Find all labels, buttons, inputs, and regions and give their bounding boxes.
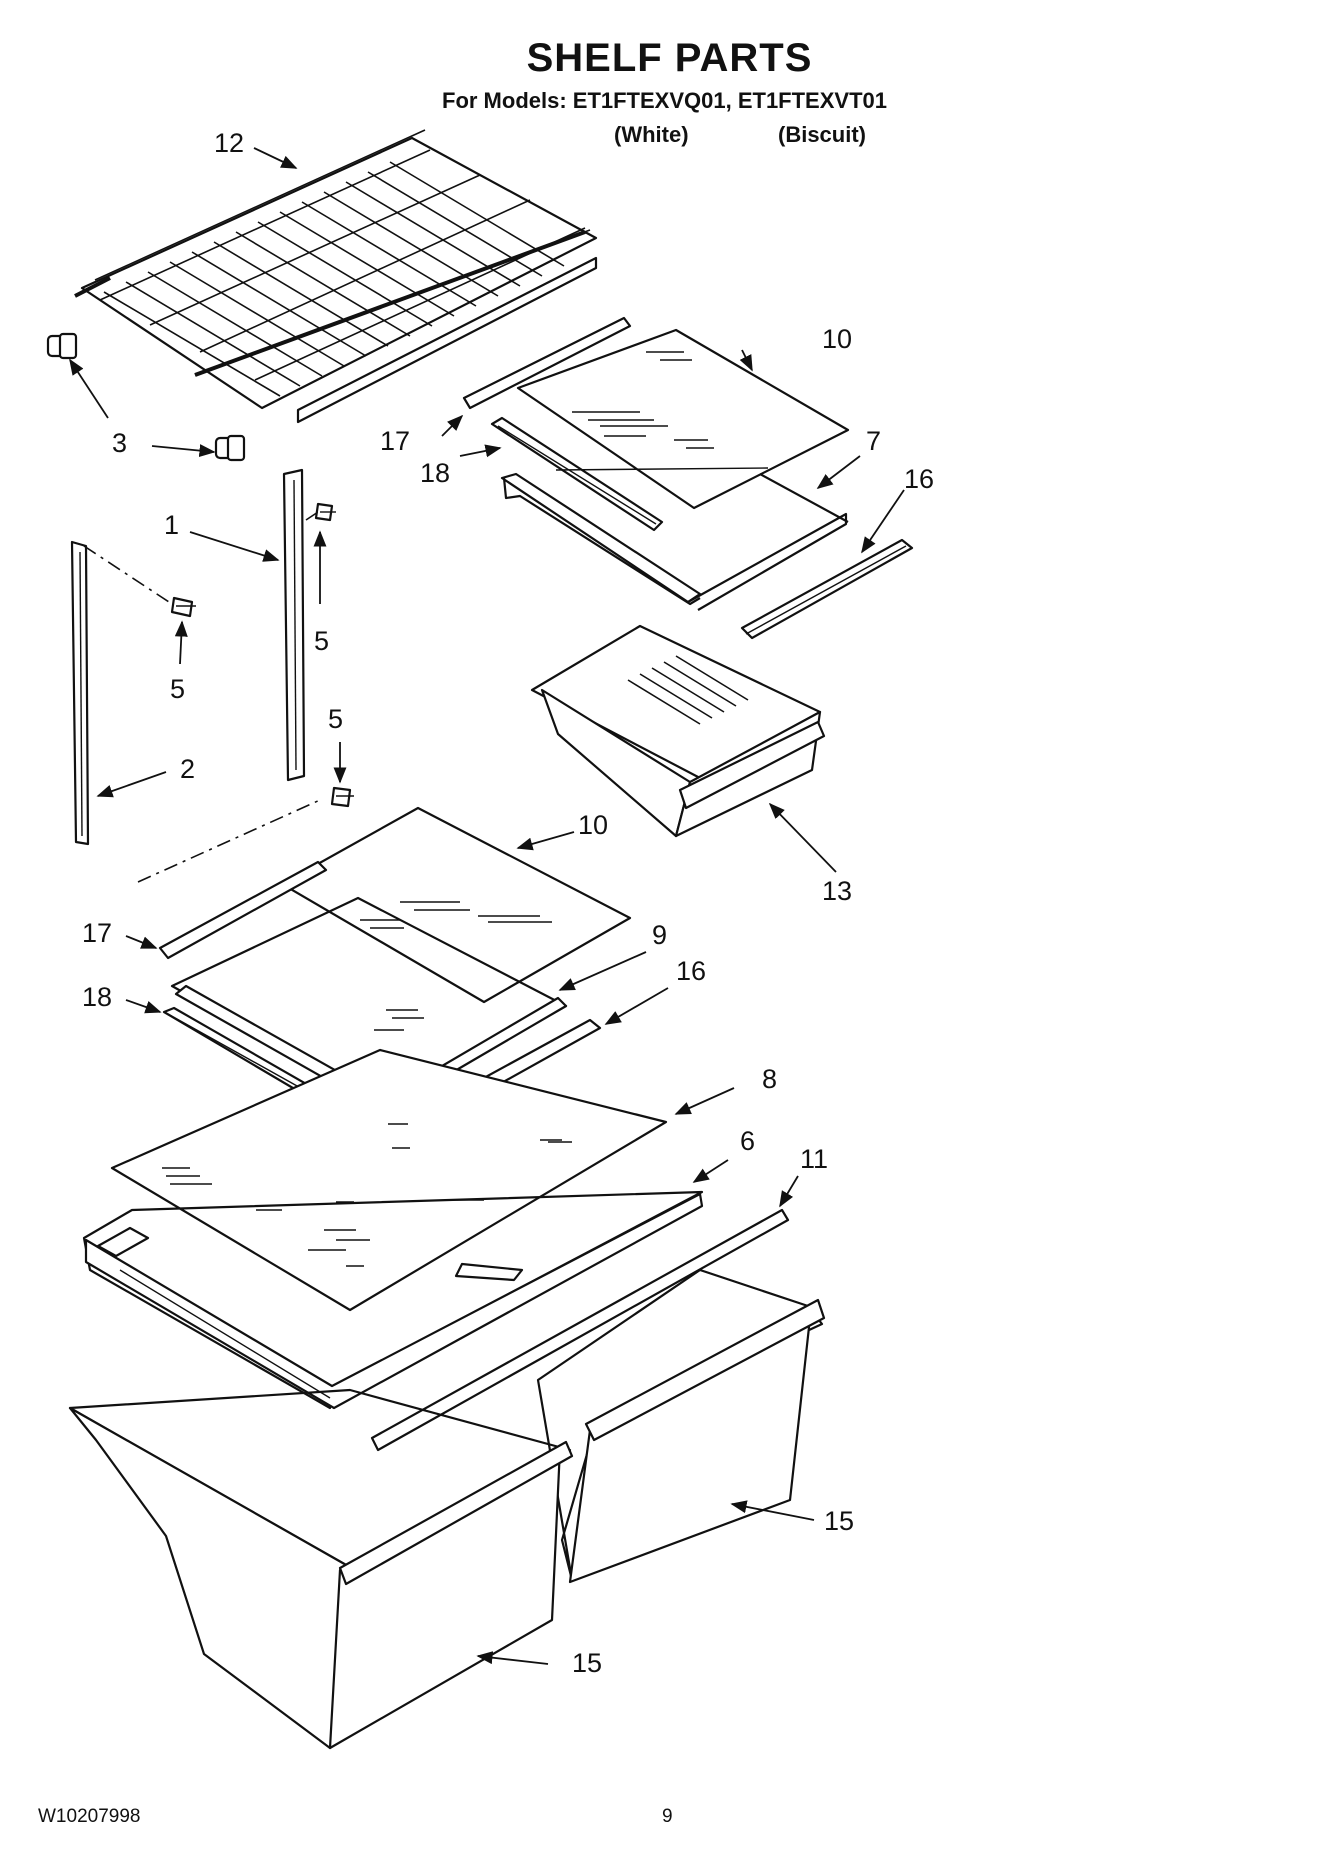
callout-1: 1 [164,510,179,540]
callout-18-lower: 18 [82,982,112,1012]
screw-part-5-middle [170,596,196,618]
models-line: For Models: ET1FTEXVQ01, ET1FTEXVT01 [442,88,887,113]
snack-drawer-part-13 [530,624,826,838]
trim-strip-part-16-upper [740,538,914,640]
callout-18-upper: 18 [420,458,450,488]
callout-17-lower: 17 [82,918,112,948]
crisper-drawer-part-15-right [536,1268,826,1584]
end-cap-part-3-upper [46,332,78,360]
document-number: W10207998 [38,1806,141,1827]
trim-strip-part-18-upper [490,416,664,532]
callout-16-lower: 16 [676,956,706,986]
glass-shelf-part-10-upper [516,328,850,510]
callout-5-lower: 5 [328,704,343,734]
callout-11: 11 [800,1144,828,1174]
callout-15-left: 15 [572,1648,602,1678]
wire-shelf-part-12 [74,129,598,424]
callout-9: 9 [652,920,667,950]
shelf-frame-part-7 [500,467,849,611]
callout-3-upper: 3 [112,428,127,458]
crisper-cover-frame-part-6 [82,1190,704,1410]
alignment-line-middle [305,511,319,521]
shelf-rail-part-2 [70,540,90,846]
crisper-cover-glass-part-8 [110,1048,668,1312]
callout-7: 7 [866,426,881,456]
variant-biscuit-label: (Biscuit) [778,122,866,147]
front-trim-part-11 [370,1208,790,1452]
callout-2: 2 [180,754,195,784]
screw-part-5-upper [314,502,336,522]
end-cap-part-3-lower [214,434,246,462]
callout-10-lower: 10 [578,810,608,840]
trim-strip-part-17-upper [462,316,632,410]
shelf-rail-part-1 [282,468,306,782]
callout-5-upper: 5 [314,626,329,656]
callout-5-middle: 5 [170,674,185,704]
page-title: SHELF PARTS [526,36,813,80]
variant-white-label: (White) [614,122,689,147]
callout-12: 12 [214,128,244,158]
callout-13: 13 [822,876,852,906]
callout-10-upper: 10 [822,324,852,354]
alignment-line-lower [137,799,321,883]
callout-6: 6 [740,1126,755,1156]
callout-17-upper: 17 [380,426,410,456]
trim-strip-part-17-lower [158,860,328,960]
callout-8: 8 [762,1064,777,1094]
screw-part-5-lower [330,786,354,808]
page-number: 9 [662,1806,673,1827]
crisper-drawer-part-15-left [68,1388,574,1750]
glass-shelf-part-10-lower [280,806,632,1004]
callout-16-upper: 16 [904,464,934,494]
callout-15-right: 15 [824,1506,854,1536]
alignment-line-upper [83,545,173,605]
callout-leaders [69,147,905,1665]
